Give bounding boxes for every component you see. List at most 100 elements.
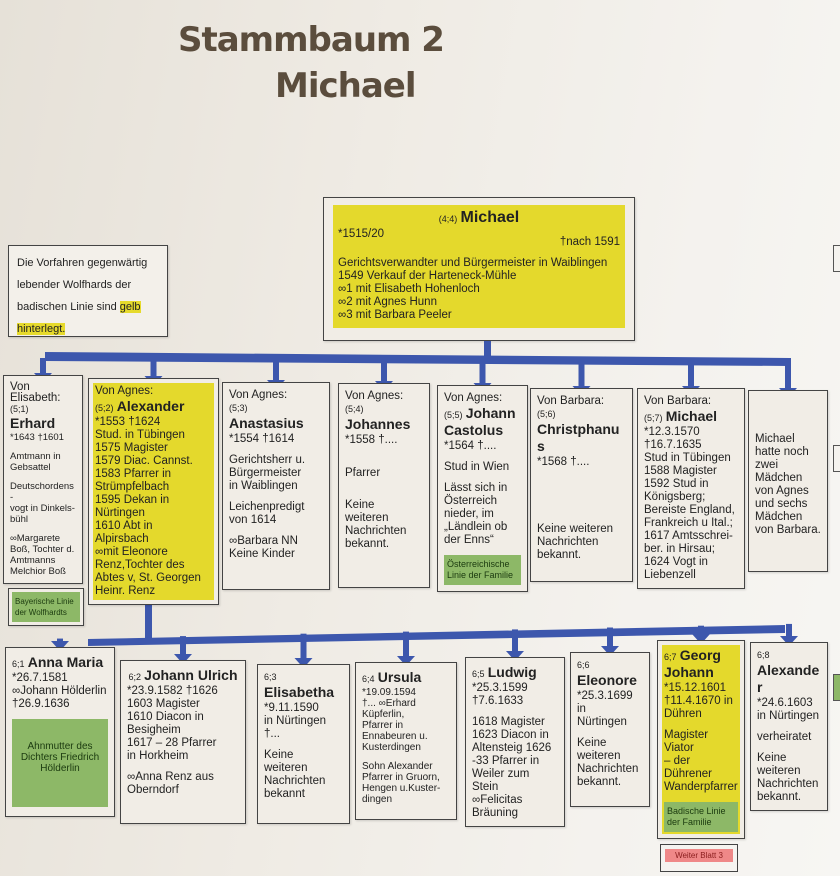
detail-line: Nachrichten: [537, 536, 599, 548]
person-code: 6;5: [472, 669, 485, 679]
detail-line: hatte noch: [755, 445, 809, 458]
connector-stem: [512, 629, 518, 652]
mother-label: Von Agnes:: [345, 390, 404, 402]
detail-line: in Horkheim: [127, 750, 189, 762]
legend-note: Die Vorfahren gegenwärtig lebender Wolfh…: [8, 245, 168, 337]
detail-line: Leichenpredigt: [229, 501, 305, 513]
person-box: 6;1 Anna Maria*26.7.1581∞Johann Hölderli…: [5, 647, 115, 817]
detail-line: *23.9.1582 †1626: [127, 685, 218, 697]
person-name: Eleonore: [577, 672, 637, 688]
detail-line: bekannt: [264, 788, 305, 800]
detail-line: Alpirsbach: [95, 533, 149, 545]
detail-line: [755, 398, 821, 410]
detail-line: Ennabeuren u.: [362, 731, 428, 742]
person-heading: 6;7 Georg Johann: [664, 647, 738, 681]
detail-line: in: [577, 703, 586, 715]
detail-line: Pfarrer in Gruorn,: [362, 772, 440, 783]
detail-line: *1553 †1624: [95, 416, 161, 428]
detail-line: Besigheim: [127, 724, 181, 736]
person-heading: (5;2) Alexander: [95, 398, 212, 415]
detail-line: *1564 †....: [444, 440, 497, 452]
mother-label: Von Agnes:: [444, 392, 503, 404]
detail-line: Küpferlin,: [362, 709, 405, 720]
person-name: Christphanus: [537, 421, 620, 454]
detail-line: [755, 410, 821, 422]
detail-line: [755, 421, 821, 433]
detail-line: ∞1 mit Elisabeth Hohenloch: [338, 283, 480, 295]
person-code: (5;6): [537, 409, 556, 419]
detail-line: *26.7.1581: [12, 672, 68, 684]
arrow-head-icon: [294, 658, 313, 668]
person-name: Michael: [460, 209, 520, 226]
detail-block: *25.3.1599†7.6.1633: [472, 682, 558, 708]
person-name: Johann Castolus: [444, 405, 516, 438]
detail-block: *1564 †....: [444, 440, 521, 453]
detail-block: verheiratet: [757, 731, 821, 744]
detail-line: Nachrichten: [757, 778, 819, 790]
detail-line: vogt in Dinkels-: [10, 503, 75, 514]
detail-line: Mädchen: [755, 471, 803, 484]
detail-line: Sohn Alexander: [362, 761, 433, 772]
person-content: 6;7 Georg Johann*15.12.1601†11.4.1670 in…: [662, 645, 740, 834]
connector-stem: [484, 341, 491, 356]
detail-line: ∞Johann Hölderlin: [12, 685, 107, 697]
detail-line: ∞Barbara NN: [229, 535, 298, 547]
detail-line: *9.11.1590: [264, 702, 319, 714]
detail-line: Weiler zum: [472, 768, 530, 780]
detail-line: *25.3.1699: [577, 690, 633, 702]
connector-stem: [40, 358, 46, 374]
person-heading: (5;6) Christphanus: [537, 408, 626, 455]
detail-line: Renz,Tochter des: [95, 559, 185, 571]
person-name: Johannes: [345, 416, 411, 432]
connector-stem: [607, 627, 613, 647]
detail-line: in Nürtingen: [264, 715, 327, 727]
detail-line: von Barbara.: [755, 523, 821, 536]
detail-line: Gebsattel: [10, 462, 51, 473]
person-name: Michael: [665, 408, 718, 424]
detail-block: Pfarrer: [345, 455, 423, 480]
detail-block: Stud in Wien: [444, 461, 521, 474]
person-name: Ludwig: [487, 664, 537, 680]
detail-line: Strümpfelbach: [95, 481, 170, 493]
detail-line: Dühren: [664, 708, 702, 720]
detail-line: Nachrichten: [577, 763, 639, 775]
detail-block: *1554 †1614: [229, 433, 323, 446]
detail-line: Kusterdingen: [362, 742, 421, 753]
legend-text: Die Vorfahren gegenwärtig lebender Wolfh…: [17, 257, 148, 313]
detail-block: *1568 †....: [537, 456, 626, 469]
detail-line: †...: [264, 728, 280, 740]
arrow-head-icon: [601, 646, 619, 656]
detail-line: †11.4.1670 in: [664, 695, 733, 707]
person-heading: 6;8 Alexander: [757, 649, 821, 696]
detail-line: 1588 Magister: [644, 465, 717, 477]
detail-line: bekannt.: [577, 776, 622, 788]
arrow-head-icon: [397, 656, 415, 666]
connector-stem: [479, 358, 486, 384]
detail-line: Melchior Boß: [10, 566, 66, 577]
detail-line: ∞3 mit Barbara Peeler: [338, 309, 452, 321]
person-heading: 6;2 Johann Ulrich: [127, 667, 239, 684]
detail-line: ∞Anna Renz aus: [127, 771, 214, 783]
person-code: 6;2: [128, 672, 141, 682]
detail-line: Wanderpfarrer: [664, 781, 738, 793]
continue-box[interactable]: Weiter Blatt 3: [660, 844, 738, 872]
continue-label[interactable]: Weiter Blatt 3: [665, 849, 733, 862]
detail-line: *12.3.1570: [644, 426, 700, 438]
detail-line: „Ländlein ob: [444, 521, 508, 533]
